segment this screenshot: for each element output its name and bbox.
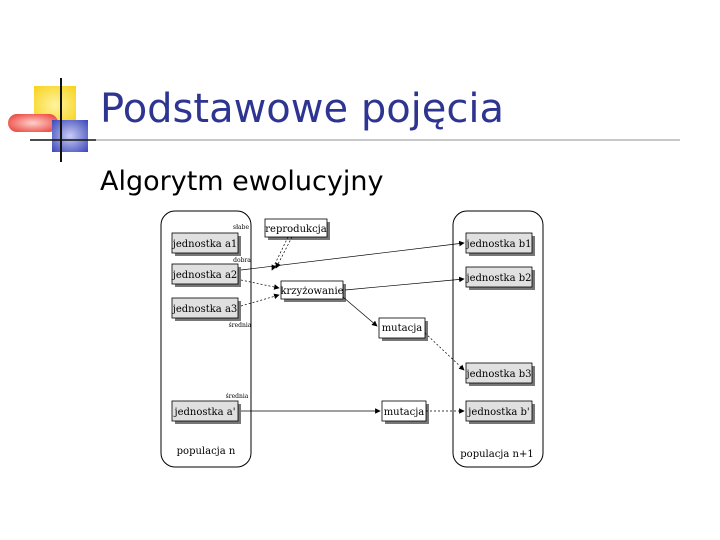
svg-text:jednostka b2: jednostka b2 <box>466 273 532 284</box>
svg-text:krzyżowanie: krzyżowanie <box>280 286 343 297</box>
arrow-a2-to-crossover <box>240 279 280 290</box>
quality-label-a-prime: średnia <box>226 393 249 400</box>
unit-b3: jednostka b3 <box>466 362 535 386</box>
svg-text:jednostka b': jednostka b' <box>467 407 529 418</box>
quality-label-a1: słabe <box>233 224 249 231</box>
unit-b1: jednostka b1 <box>466 232 535 256</box>
unit-b-prime: jednostka b' <box>465 400 535 424</box>
arrow-a3-to-crossover <box>240 293 280 307</box>
arrow-crossover-to-b2 <box>344 276 465 291</box>
arrow-reproduction-to-a3 <box>275 236 293 269</box>
arrow-a1-to-b1 <box>240 240 465 271</box>
slide-subtitle: Algorytm ewolucyjny <box>100 166 384 197</box>
unit-a2: jednostka a2 <box>171 263 241 287</box>
mutation-box-2: mutacja <box>381 400 429 424</box>
svg-text:jednostka a': jednostka a' <box>174 407 236 418</box>
unit-a-prime: jednostka a' <box>171 400 241 424</box>
page-title: Podstawowe pojęcia <box>100 86 505 132</box>
unit-b2: jednostka b2 <box>466 266 535 290</box>
population-right-label: populacja n+1 <box>460 449 533 460</box>
svg-text:jednostka a2: jednostka a2 <box>172 270 238 281</box>
logo-red-bar <box>8 114 58 132</box>
svg-text:jednostka a1: jednostka a1 <box>172 239 238 250</box>
svg-text:mutacja: mutacja <box>382 323 423 334</box>
unit-a3: jednostka a3 <box>171 297 241 321</box>
arrow-crossover-to-mutation <box>342 296 378 327</box>
svg-text:reprodukcja: reprodukcja <box>265 224 327 235</box>
unit-a1: jednostka a1 <box>171 232 241 256</box>
reproduction-box: reprodukcja <box>264 218 330 240</box>
population-left-label: populacja n <box>177 446 236 457</box>
slide-logo <box>8 78 680 162</box>
arrow-mutation-to-b3 <box>424 332 465 371</box>
evolution-diagram: jednostka a1 jednostka a2 jednostka a3 j… <box>160 210 544 468</box>
crossover-box: krzyżowanie <box>280 280 346 302</box>
quality-label-a2: dobra <box>233 257 251 264</box>
mutation-box-1: mutacja <box>378 317 428 341</box>
svg-text:mutacja: mutacja <box>384 407 425 418</box>
svg-text:jednostka b1: jednostka b1 <box>466 239 532 250</box>
svg-text:jednostka b3: jednostka b3 <box>466 369 532 380</box>
svg-text:jednostka a3: jednostka a3 <box>172 304 238 315</box>
logo-blue-square <box>52 120 88 152</box>
quality-label-a3: średnia <box>229 322 252 329</box>
